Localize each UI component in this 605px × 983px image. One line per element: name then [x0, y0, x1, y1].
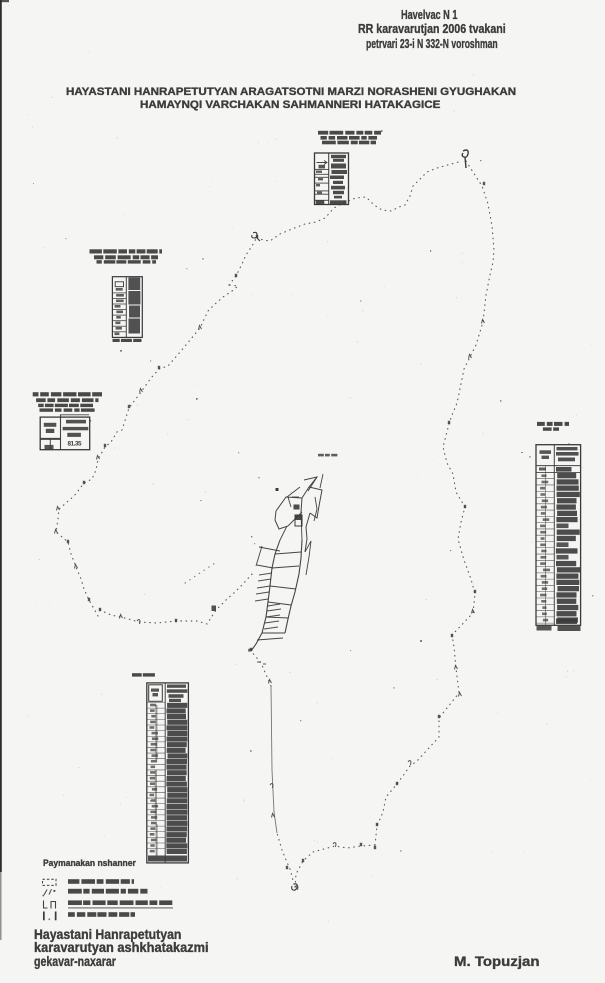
svg-text:81.35: 81.35	[68, 441, 82, 448]
